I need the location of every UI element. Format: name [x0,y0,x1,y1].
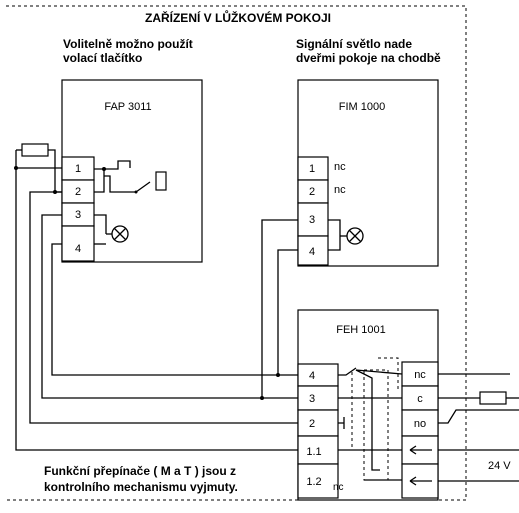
feh-terminal-1-2 [297,463,339,499]
feh-terminal-4 [297,363,339,387]
note-left-line2: volací tlačítko [63,51,142,65]
feh-terminal-3-label: 3 [309,393,315,405]
feh-relay-no [401,409,439,437]
fap-call-button-icon [155,171,167,191]
fap-resistor-icon [21,143,49,157]
fim-internal-circuit [328,219,364,251]
fim-terminal-2-label: 2 [309,186,315,198]
fim-terminal-4-label: 4 [309,246,315,258]
fap-terminal-1-label: 1 [75,163,81,175]
fim-terminal-1-label: 1 [309,163,315,175]
footnote-line1: Funkční přepínače ( M a T ) jsou z [44,464,236,478]
feh-terminal-block: 4 3 2 1.1 1.2 nc [297,363,344,499]
room-title: ZAŘÍZENÍ V LŮŽKOVÉM POKOJI [145,9,331,25]
fim-nc-2: nc [334,184,346,196]
supply-label: 24 V [488,460,511,472]
feh-input-arrow-1-icon [409,445,432,455]
note-right-line1: Signální světlo nade [296,37,412,51]
room-boundary [6,5,467,501]
feh-relay-block: nc c no [401,361,439,499]
fap-terminal-block: 1 2 3 4 [61,156,95,262]
feh-terminal-2-label: 2 [309,418,315,430]
fim-terminal-3-label: 3 [309,214,315,226]
feh-relay-no-label: no [414,418,426,430]
fim-title: FIM 1000 [339,101,385,113]
feh-terminal-4-label: 4 [309,370,315,382]
feh-title: FEH 1001 [336,324,386,336]
feh-input-arrow-2-icon [409,476,432,486]
output-resistor-icon [479,391,507,405]
fap-terminal-4-label: 4 [75,243,81,255]
feh-terminal-2 [297,409,339,437]
fim-nc-1: nc [334,161,346,173]
fap-title: FAP 3011 [104,101,151,113]
fap-internal-circuit [94,160,167,245]
feh-internal-relay [338,357,403,481]
note-left-line1: Volitelně možno použít [63,37,193,51]
note-right-line2: dveřmi pokoje na chodbě [296,51,441,65]
feh-nc-bottom: nc [333,482,344,493]
feh-terminal-3 [297,385,339,411]
footnote-line2: kontrolního mechanismu vyjmuty. [44,480,238,494]
feh-terminal-1-1-label: 1.1 [306,446,321,458]
fim-terminal-3 [297,202,329,237]
external-wiring [14,143,519,482]
fap-terminal-3-label: 3 [75,209,81,221]
feh-relay-nc-label: nc [414,369,426,381]
feh-terminal-1-2-label: 1.2 [306,476,321,488]
feh-relay-c-label: c [417,393,423,405]
fap-terminal-2-label: 2 [75,186,81,198]
